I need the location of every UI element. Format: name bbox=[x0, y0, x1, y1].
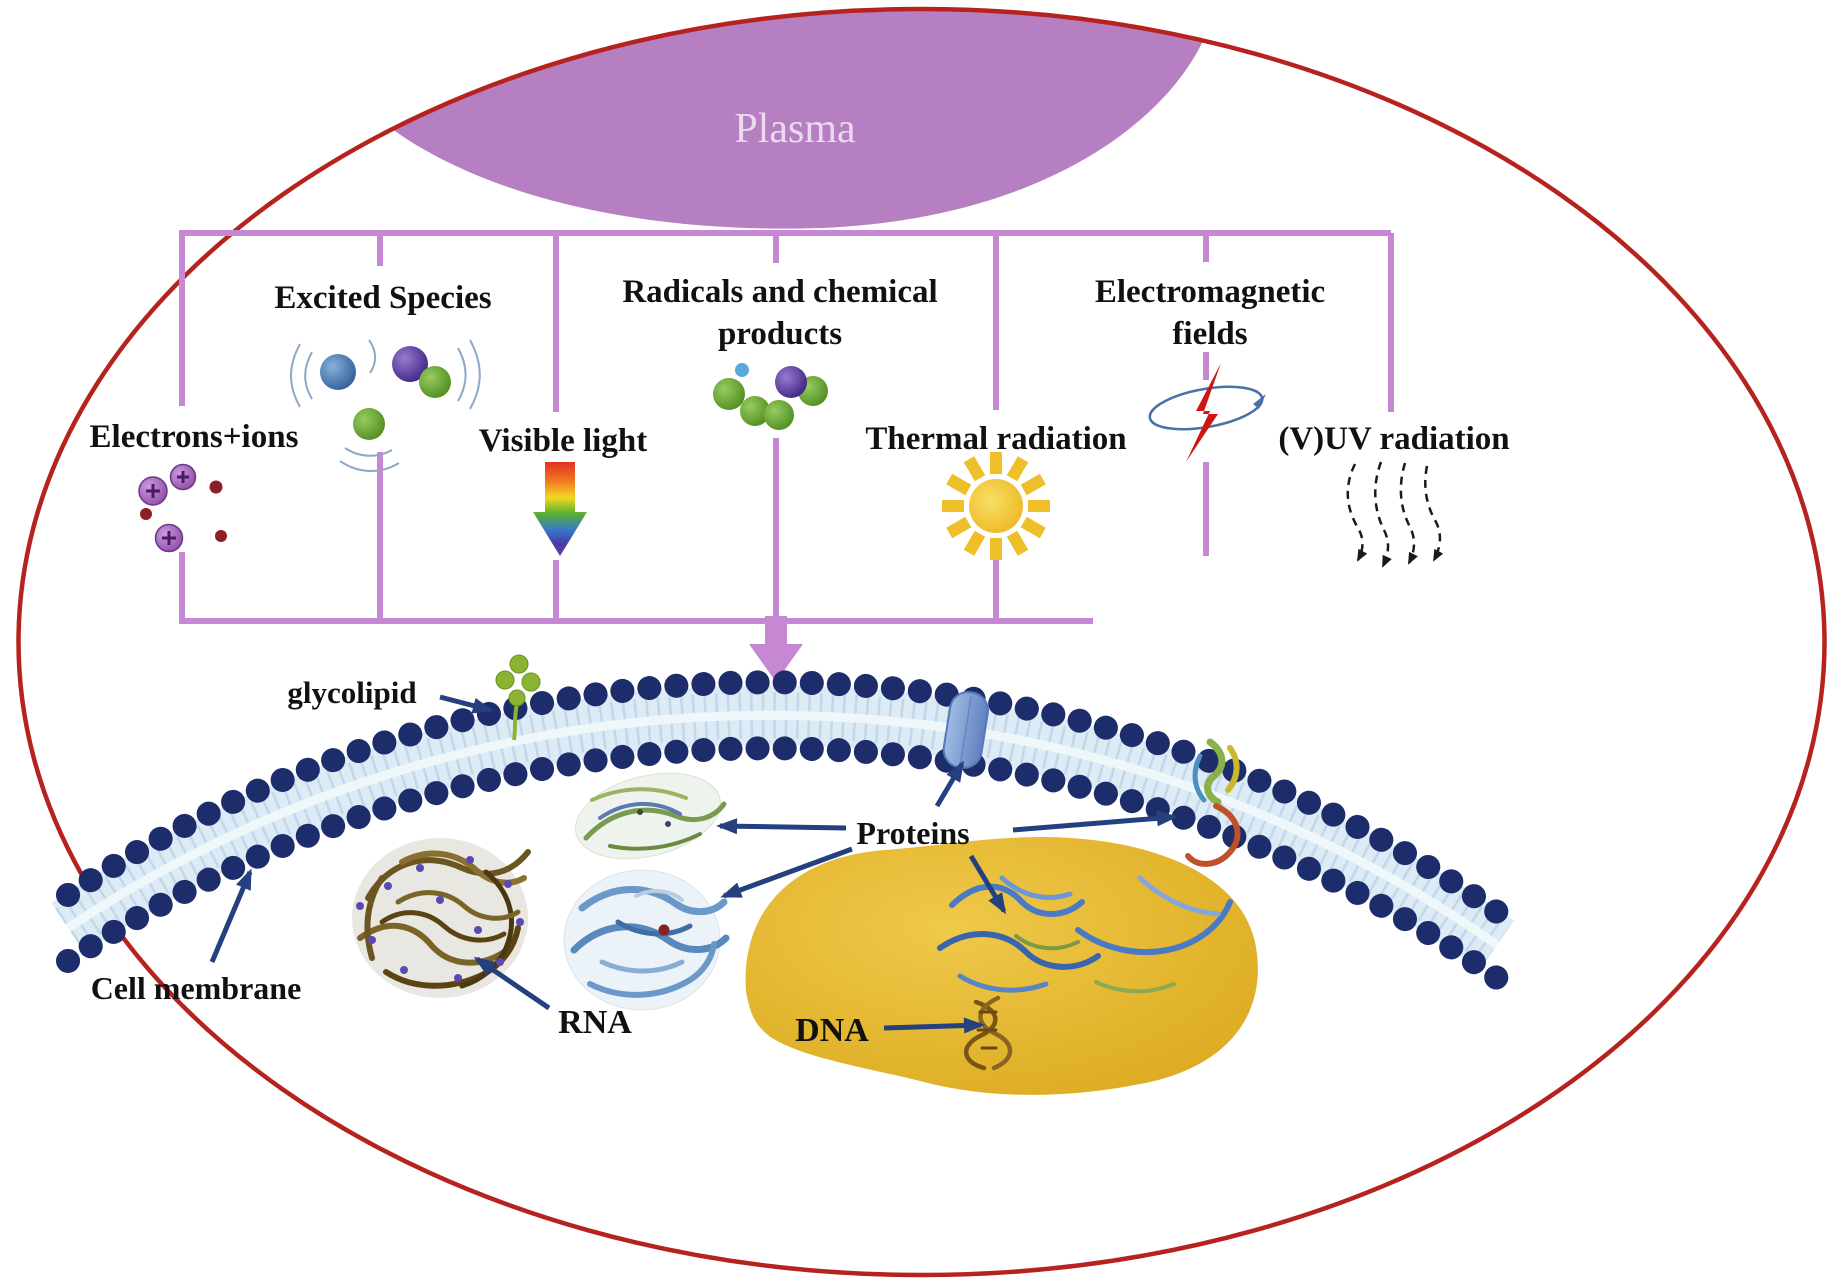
electrons-ions-icon bbox=[138, 463, 227, 553]
plasma-region bbox=[392, 9, 1203, 229]
dna-helix bbox=[964, 995, 1013, 1071]
label-dna: DNA bbox=[795, 1012, 869, 1049]
protein-structure-lower bbox=[563, 869, 730, 1011]
plasma-to-cell-arrow-icon bbox=[749, 616, 803, 682]
label-excited-species: Excited Species bbox=[274, 280, 491, 316]
label-visible-light: Visible light bbox=[479, 423, 647, 459]
label-electrons-ions: Electrons+ions bbox=[90, 419, 299, 455]
vuv-radiation-icon bbox=[1346, 461, 1444, 568]
cell-membrane-bilayer bbox=[51, 670, 1515, 990]
arrow-cell-membrane bbox=[209, 868, 253, 963]
protein-structure-upper bbox=[575, 772, 727, 860]
label-cell-membrane: Cell membrane bbox=[91, 970, 302, 1006]
label-radicals-line2: products bbox=[718, 316, 842, 352]
arrow-proteins-downleft bbox=[720, 846, 853, 899]
label-rna: RNA bbox=[558, 1004, 632, 1041]
cell-outline bbox=[16, 6, 1827, 1278]
arrow-glycolipid bbox=[439, 694, 494, 714]
label-em-line1: Electromagnetic bbox=[1095, 274, 1325, 310]
arrow-proteins-downright bbox=[968, 854, 1007, 915]
glycolipid-structure bbox=[495, 654, 541, 741]
nucleus-protein-complex bbox=[937, 875, 1233, 994]
label-proteins: Proteins bbox=[856, 815, 969, 851]
lightning-icon bbox=[1186, 363, 1221, 462]
label-glycolipid: glycolipid bbox=[287, 675, 416, 710]
radicals-icon bbox=[713, 363, 828, 430]
annotation-arrows bbox=[209, 694, 1178, 1034]
label-vuv-radiation: (V)UV radiation bbox=[1278, 421, 1509, 457]
label-em-line2: fields bbox=[1172, 316, 1247, 352]
arrow-dna bbox=[883, 1017, 985, 1034]
electromagnetic-fields-icon bbox=[1148, 363, 1266, 462]
label-radicals-line1: Radicals and chemical bbox=[622, 274, 937, 310]
plasma-label: Plasma bbox=[734, 106, 856, 152]
arrow-proteins-left bbox=[716, 818, 847, 835]
visible-light-icon bbox=[533, 462, 587, 556]
arrow-proteins-up bbox=[934, 760, 965, 808]
membrane-ribbon-protein bbox=[1185, 738, 1241, 867]
connector-tree bbox=[179, 230, 1394, 624]
nucleus bbox=[745, 837, 1258, 1095]
label-thermal-radiation: Thermal radiation bbox=[865, 421, 1126, 457]
sun-icon bbox=[942, 452, 1050, 560]
arrow-rna bbox=[473, 956, 551, 1011]
arrow-proteins-right bbox=[1012, 810, 1178, 833]
excited-species-icon bbox=[290, 339, 481, 472]
